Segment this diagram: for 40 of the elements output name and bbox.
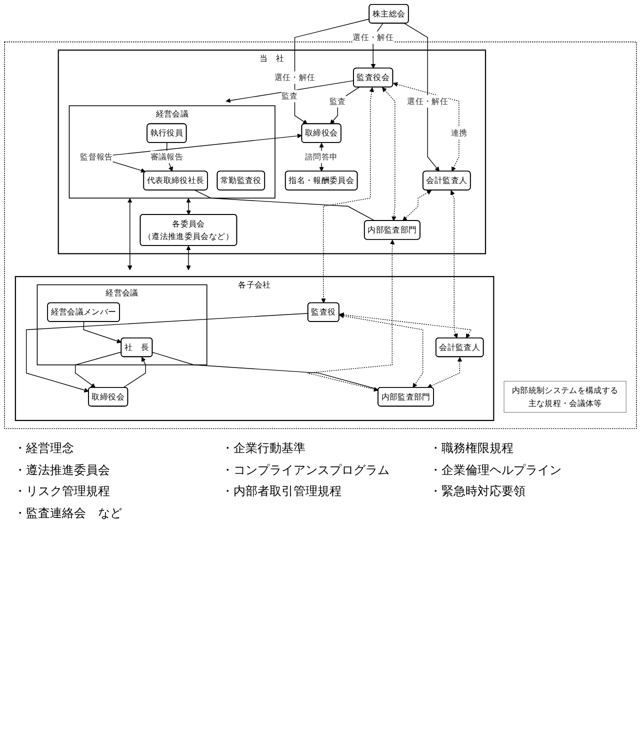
list-item: ・遵法推進委員会 [14,462,111,478]
arrow [226,80,354,103]
arrow [307,240,395,392]
edge-label: 選任・解任 [352,32,394,42]
edge-label: 監査 [282,90,298,101]
edge-label: 選任・解任 [274,72,316,82]
arrow [75,352,122,388]
arrow [450,190,458,338]
edge-label: 審議報告 [150,152,184,162]
list-item: ・緊急時対応要領 [429,484,526,500]
arrow [404,23,440,172]
arrow [186,246,191,270]
list-item: ・コンプライアンスプログラム [222,462,391,478]
list-item: ・企業倫理ヘルプライン [429,462,562,478]
edge-label: 諮問答申 [304,152,338,162]
list-item: ・経営理念 [14,441,75,457]
cluster [4,42,637,430]
connector [194,190,376,222]
list-item: ・リスク管理規程 [14,484,111,500]
edge-label: 監査 [329,96,346,106]
list-item: ・監査連絡会 など [14,506,123,522]
arrow [339,312,472,338]
arrow [382,87,396,222]
edge-label: 選任・解任 [407,96,448,106]
list-item: ・職務権限規程 [429,441,514,457]
arrow [83,321,122,344]
list-item: ・企業行動基準 [222,441,307,457]
connector [152,352,379,390]
arrow [392,82,460,172]
arrow [402,190,432,222]
arrow [339,314,424,388]
arrow [26,312,308,392]
arrow [186,198,191,215]
arrow [128,198,132,270]
list-item: ・内部者取引管理規程 [222,484,343,500]
edge-label: 監督報告 [80,152,113,162]
edge-label: 連携 [450,128,468,138]
arrow [122,356,146,388]
node-box: 内部統制システムを構成する主な規程・会議体等 [504,380,626,413]
arrow [427,356,462,388]
